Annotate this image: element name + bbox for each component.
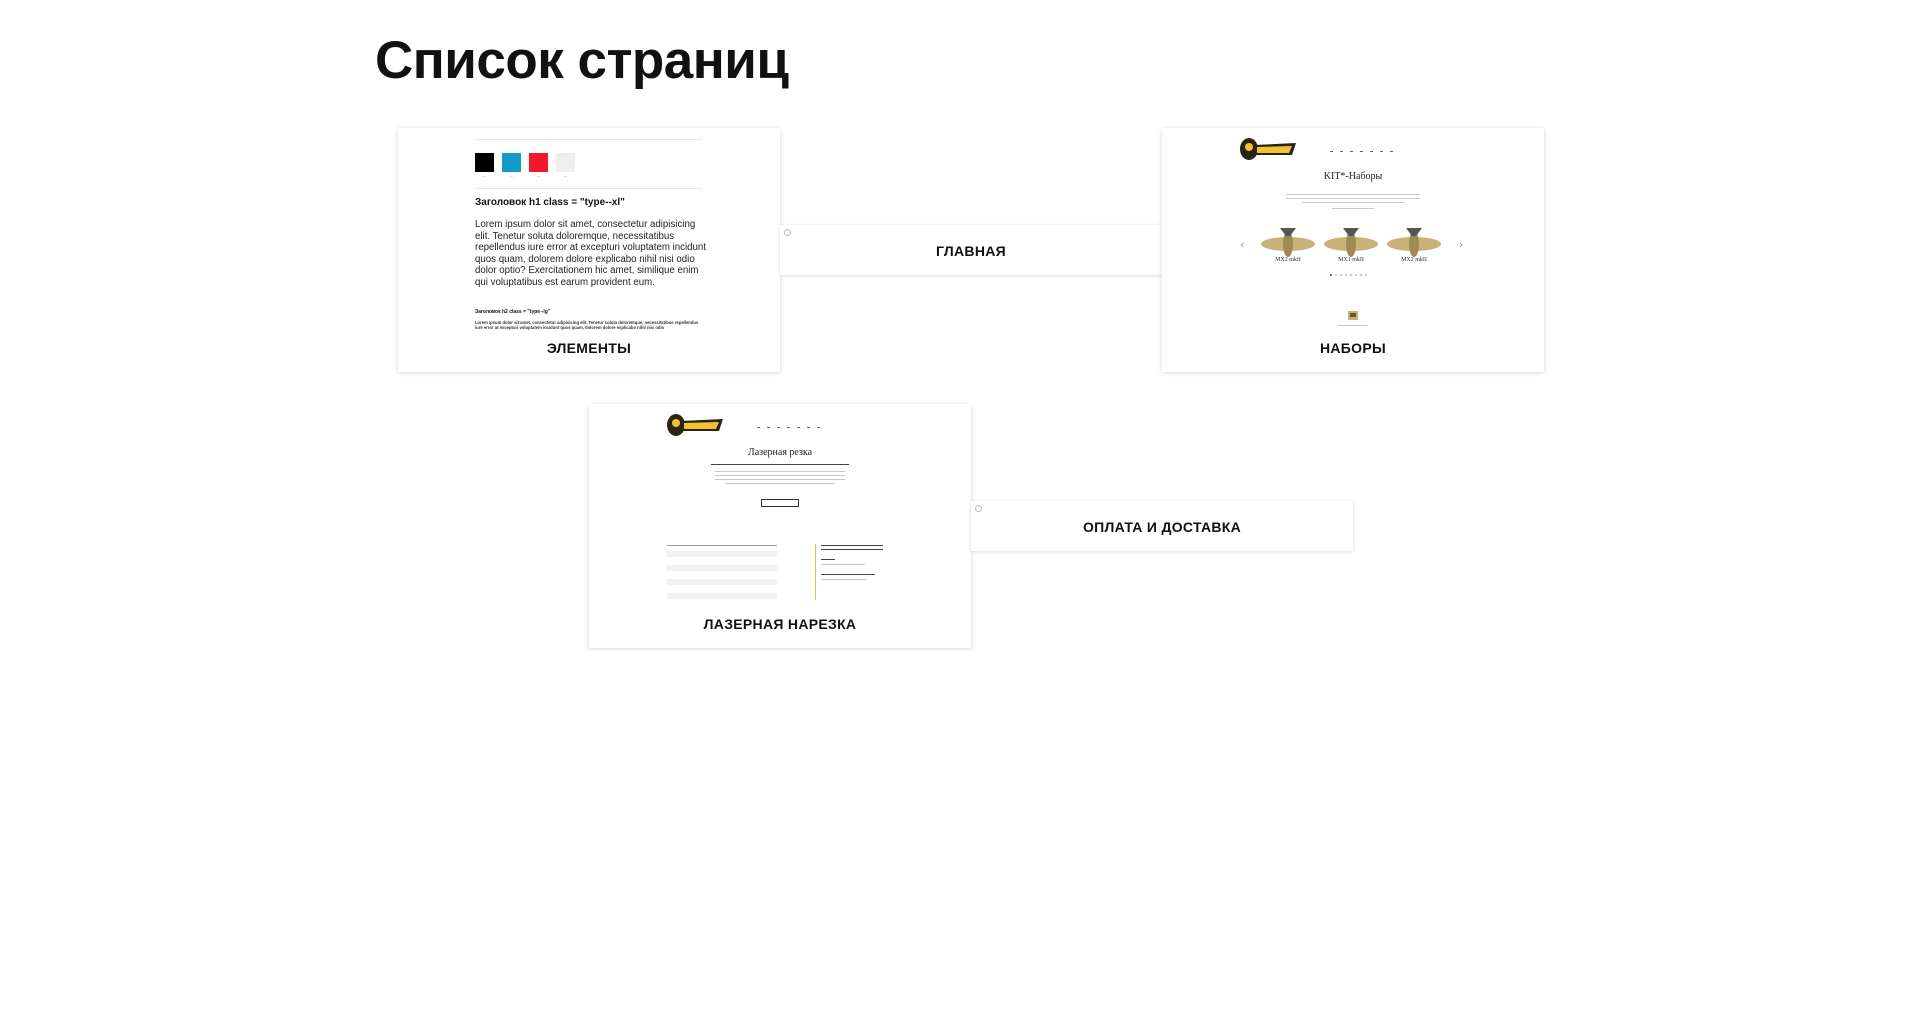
swatch-light xyxy=(556,153,575,172)
broken-image-icon xyxy=(784,229,791,236)
page-thumbnail-kits: ▬▬▬▬▬▬▬ KIT*-Наборы ‹ › MX2 mkII MX1 mkI… xyxy=(1162,128,1544,334)
preview-heading-2: Заголовок h2 class = "type--lg" xyxy=(475,309,551,315)
carousel-prev-icon: ‹ xyxy=(1240,238,1245,251)
page-card-label: ГЛАВНАЯ xyxy=(935,243,1006,259)
page-card-delivery[interactable]: ОПЛАТА И ДОСТАВКА xyxy=(971,501,1353,551)
page-card-kits[interactable]: ▬▬▬▬▬▬▬ KIT*-Наборы ‹ › MX2 mkII MX1 mkI… xyxy=(1162,128,1544,372)
swatch-red xyxy=(529,153,548,172)
page-title: Список страниц xyxy=(375,31,789,90)
carousel-next-icon: › xyxy=(1459,238,1464,251)
page-card-label: НАБОРЫ xyxy=(1319,340,1387,356)
swatch-black xyxy=(475,153,494,172)
page-card-elements[interactable]: — — — — Заголовок h1 class = "type--xl" … xyxy=(398,128,780,372)
color-swatches: — — — — xyxy=(475,153,575,178)
page-card-label: ОПЛАТА И ДОСТАВКА xyxy=(1082,519,1242,535)
page-thumbnail-elements: — — — — Заголовок h1 class = "type--xl" … xyxy=(398,128,780,334)
page-card-label: ЛАЗЕРНАЯ НАРЕЗКА xyxy=(703,616,857,632)
airplane-icon xyxy=(1387,228,1441,257)
page-card-main[interactable]: ГЛАВНАЯ xyxy=(780,225,1162,275)
plane-caption: MX2 mkII xyxy=(1275,257,1301,263)
vagen-logo-icon xyxy=(667,414,723,436)
preview-heading: Заголовок h1 class = "type--xl" xyxy=(475,197,625,208)
carousel-dots xyxy=(1330,274,1367,276)
divider xyxy=(475,139,702,140)
plane-caption: MX1 mkII xyxy=(1338,257,1364,263)
airplane-icon xyxy=(1261,228,1315,257)
kit-box-icon xyxy=(1348,311,1358,320)
page-card-label: ЭЛЕМЕНТЫ xyxy=(546,340,632,356)
plane-caption: MX2 mkII xyxy=(1401,257,1427,263)
divider xyxy=(475,188,702,189)
page-thumbnail-laser: ▬▬▬▬▬▬▬ Лазерная резка xyxy=(589,404,971,610)
preview-nav: ▬▬▬▬▬▬▬ xyxy=(757,425,820,429)
page-card-laser[interactable]: ▬▬▬▬▬▬▬ Лазерная резка ЛАЗЕРНАЯ НАРЕЗКА xyxy=(589,404,971,648)
preview-paragraph: Lorem ipsum dolor sit amet, consectetur … xyxy=(475,219,707,288)
preview-title: KIT*-Наборы xyxy=(1323,171,1383,182)
preview-title: Лазерная резка xyxy=(747,447,813,458)
broken-image-icon xyxy=(975,505,982,512)
preview-button xyxy=(761,499,799,507)
airplane-icon xyxy=(1324,228,1378,257)
vagen-logo-icon xyxy=(1240,138,1296,160)
preview-small-text: Lorem ipsum dolor sit amet, consectetur … xyxy=(475,320,699,330)
swatch-blue xyxy=(502,153,521,172)
preview-nav: ▬▬▬▬▬▬▬ xyxy=(1330,149,1393,153)
